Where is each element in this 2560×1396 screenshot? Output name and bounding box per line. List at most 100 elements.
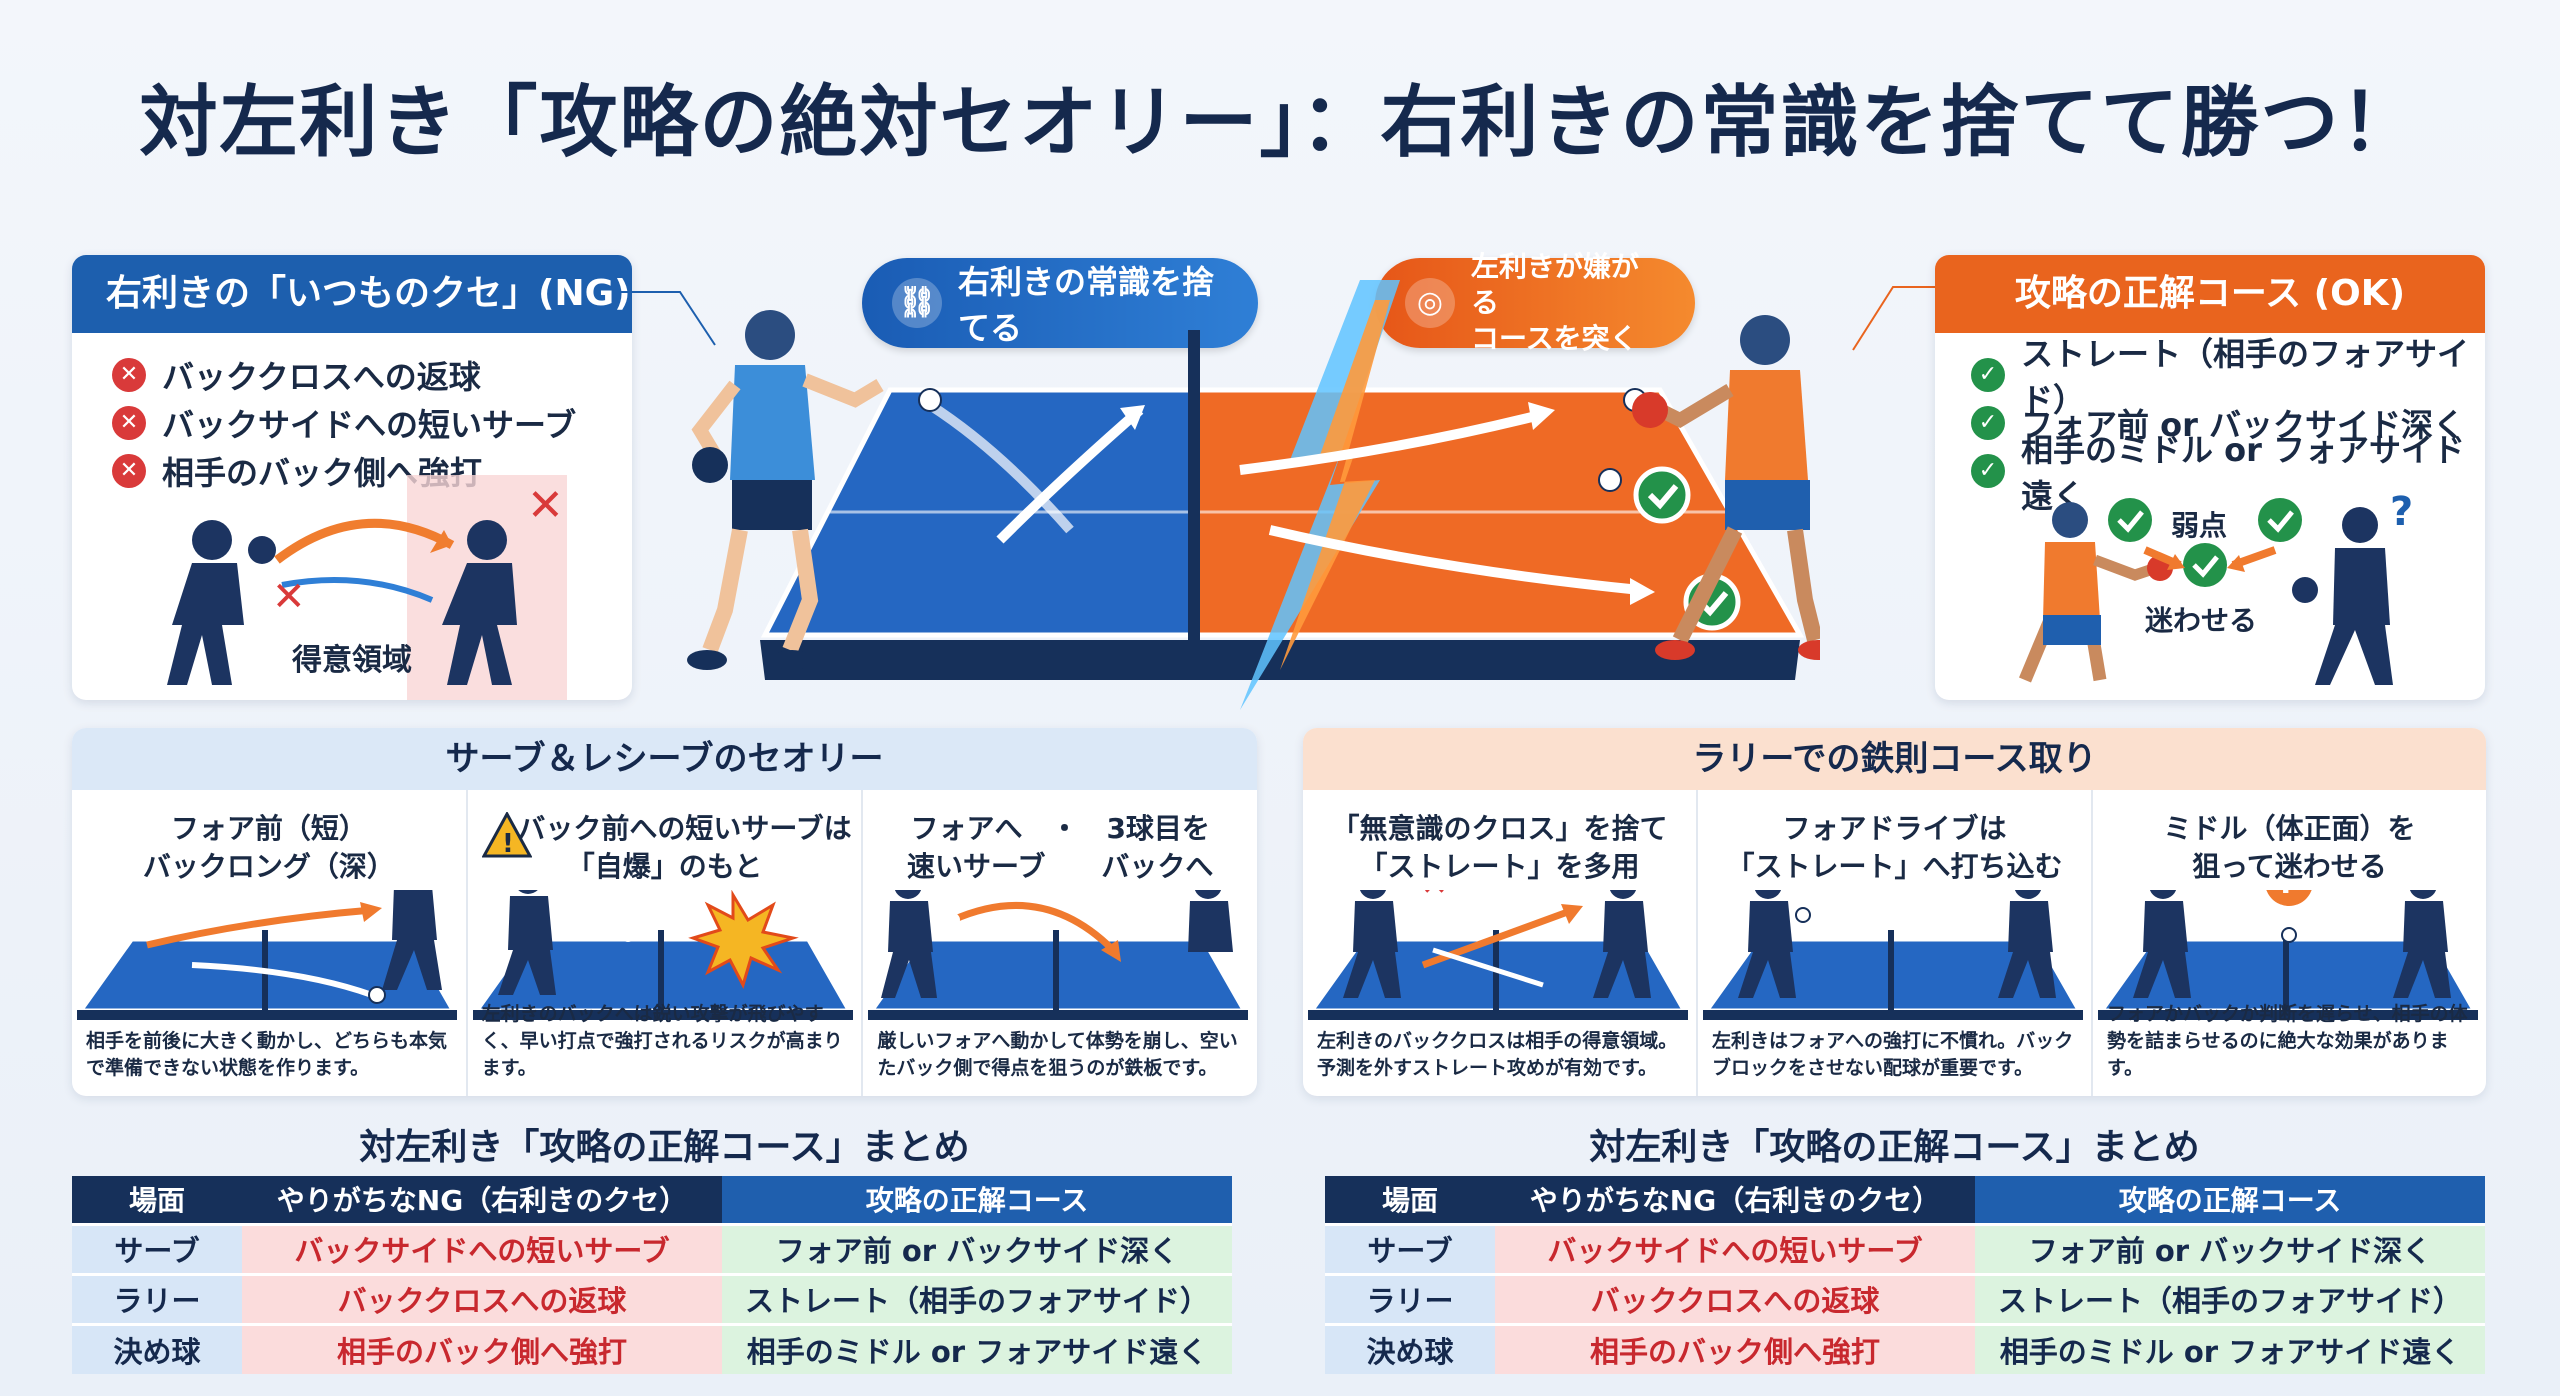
- panel-title: フォアへ ・ 3球目を速いサーブ バックへ: [863, 810, 1257, 886]
- col-header: やりがちなNG（右利きのクセ）: [1495, 1176, 1975, 1224]
- right-handed-player-figure: [687, 310, 884, 670]
- table-row: ラリー バッククロスへの返球 ストレート（相手のフォアサイド）: [72, 1272, 1232, 1324]
- panel-title-line2: 速いサーブ バックへ: [907, 850, 1214, 883]
- ok-item: ✓ 相手のミドル or フォアサイド遠く: [1971, 431, 2485, 515]
- rally-panel-2: フォアドライブは「ストレート」へ打ち込む 左利きはフォアへの強打に不慣れ。バック…: [1698, 790, 2093, 1096]
- table-cell: ストレート（相手のフォアサイド）: [1975, 1272, 2485, 1324]
- table-cell: サーブ: [72, 1222, 242, 1274]
- serve-panel-1: フォア前（短） バックロング（深） 相手を前後に大きく動かし、どちらも本気で準備で…: [72, 790, 468, 1096]
- rally-section: ラリーでの鉄則コース取り 「無意識のクロス」を捨て「ストレート」を多用 ✕ 左利…: [1303, 728, 2486, 1096]
- weak-point-label: 弱点: [2171, 509, 2227, 542]
- ng-illustration: ✕ ✕ 得意領域: [167, 475, 567, 700]
- left-handed-player-figure: [1632, 315, 1820, 660]
- table-row: 決め球 相手のバック側へ強打 相手のミドル or フォアサイド遠く: [1325, 1322, 2485, 1374]
- serve-section-header: サーブ＆レシーブのセオリー: [72, 728, 1257, 790]
- serve-panel-3-illustration: [868, 890, 1249, 1020]
- col-header: やりがちなNG（右利きのクセ）: [242, 1176, 722, 1224]
- col-header: 場面: [72, 1176, 242, 1224]
- ng-item: ✕ バックサイドへの短いサーブ: [112, 399, 632, 447]
- broken-link-icon: ⛓: [892, 278, 942, 328]
- cross-icon: ✕: [112, 358, 146, 392]
- table-row: ラリー バッククロスへの返球 ストレート（相手のフォアサイド）: [1325, 1272, 2485, 1324]
- ng-item-label: バッククロスへの返球: [162, 358, 481, 396]
- table-cell: ラリー: [1325, 1272, 1495, 1324]
- cross-icon: ✕: [112, 406, 146, 440]
- col-header: 攻略の正解コース: [722, 1176, 1232, 1224]
- panel-title: ミドル（体正面）を狙って迷わせる: [2093, 810, 2486, 886]
- table-cell: フォア前 or バックサイド深く: [722, 1222, 1232, 1274]
- check-icon: [2258, 498, 2302, 542]
- table-cell: ラリー: [72, 1272, 242, 1324]
- table-cell: 相手のミドル or フォアサイド遠く: [722, 1322, 1232, 1374]
- rally-panel-1-illustration: ✕: [1308, 890, 1688, 1020]
- rally-panel-2-illustration: [1703, 890, 2083, 1020]
- serve-panel-2-illustration: [472, 890, 853, 1020]
- panel-title: バック前への短いサーブは「自爆」のもと: [468, 810, 862, 886]
- col-header: 攻略の正解コース: [1975, 1176, 2485, 1224]
- ng-connector-line: [620, 291, 716, 346]
- ng-item: ✕ バッククロスへの返球: [112, 351, 632, 399]
- page-title: 対左利き「攻略の絶対セオリー」：右利きの常識を捨てて勝つ！: [139, 78, 2421, 168]
- ok-list: ✓ストレート（相手のフォアサイド） ✓フォア前 or バックサイド深く ✓相手の…: [1935, 333, 2485, 515]
- table-row: サーブ バックサイドへの短いサーブ フォア前 or バックサイド深く: [1325, 1222, 2485, 1274]
- svg-text:✕: ✕: [1421, 890, 1448, 903]
- table-cell: バックサイドへの短いサーブ: [1495, 1222, 1975, 1274]
- ng-card-header: 右利きの「いつものクセ」(NG): [72, 255, 632, 333]
- table-cell: バッククロスへの返球: [242, 1272, 722, 1324]
- serve-panel-1-illustration: [77, 890, 457, 1020]
- panel-description: 左利きのバックへは鋭い攻撃が飛びやすく、早い打点で強打されるリスクが高まります。: [481, 1003, 843, 1079]
- ng-item-label: バックサイドへの短いサーブ: [162, 406, 577, 444]
- ok-card-header: 攻略の正解コース (OK): [1935, 255, 2485, 333]
- svg-text:?: ?: [2278, 890, 2295, 901]
- table-cell: 相手のバック側へ強打: [1495, 1322, 1975, 1374]
- summary-table-title: 対左利き「攻略の正解コース」まとめ: [1589, 1127, 2200, 1168]
- table-cell: サーブ: [1325, 1222, 1495, 1274]
- check-icon: [1633, 466, 1691, 524]
- panel-description: フォアかバックか判断を遅らせ、相手の体勢を詰まらせるのに絶大な効果があります。: [2107, 1003, 2468, 1079]
- table-cell: バックサイドへの短いサーブ: [242, 1222, 722, 1274]
- panel-description: 左利きはフォアへの強打に不慣れ。バックブロックをさせない配球が重要です。: [1712, 1030, 2074, 1079]
- table-cell: ストレート（相手のフォアサイド）: [722, 1272, 1232, 1324]
- target-course-pill: ◎ 左利きが嫌がるコースを突く: [1375, 250, 1695, 355]
- table-row: 決め球 相手のバック側へ強打 相手のミドル or フォアサイド遠く: [72, 1322, 1232, 1374]
- panel-description: 相手を前後に大きく動かし、どちらも本気で準備できない状態を作ります。: [86, 1030, 448, 1079]
- confuse-label: 迷わせる: [2145, 604, 2257, 637]
- ok-item-label: 相手のミドル or フォアサイド遠く: [2021, 431, 2466, 515]
- serve-receive-section: サーブ＆レシーブのセオリー フォア前（短） バックロング（深） 相手を前後に大きく…: [72, 728, 1257, 1096]
- ng-list: ✕ バッククロスへの返球 ✕ バックサイドへの短いサーブ ✕相手のバック側へ強打: [72, 333, 632, 495]
- ok-courses-card: 攻略の正解コース (OK) ✓ストレート（相手のフォアサイド） ✓フォア前 or…: [1935, 255, 2485, 700]
- serve-panel-3: フォアへ ・ 3球目を速いサーブ バックへ 厳しいフォアへ動かして体勢を崩し、空…: [863, 790, 1257, 1096]
- panel-title-line1: 「無意識のクロス」を捨て: [1331, 812, 1668, 845]
- panel-description: 左利きのバッククロスは相手の得意領域。予測を外すストレート攻めが有効です。: [1317, 1030, 1678, 1079]
- hero-table-illustration: [687, 280, 1820, 710]
- panel-title: フォア前（短） バックロング（深）: [72, 810, 466, 886]
- panel-title-line1: フォアドライブは: [1782, 812, 2007, 845]
- summary-table-right: 場面 やりがちなNG（右利きのクセ） 攻略の正解コース サーブ バックサイドへの…: [1325, 1176, 2485, 1374]
- ng-habits-card: 右利きの「いつものクセ」(NG) ✕ バッククロスへの返球 ✕ バックサイドへの短い…: [72, 255, 632, 700]
- ok-illustration: ? 弱点 迷わせる: [2019, 489, 2413, 685]
- panel-title-line2: 「自爆」のもと: [566, 850, 763, 883]
- panel-title-line1: フォア前（短）: [170, 812, 367, 845]
- rally-panel-3-illustration: ?: [2098, 890, 2478, 1020]
- ok-item: ✓フォア前 or バックサイド深く: [1971, 399, 2485, 447]
- ng-item: ✕相手のバック側へ強打: [112, 447, 632, 495]
- panel-title-line2: バックロング（深）: [142, 850, 395, 883]
- panel-title: フォアドライブは「ストレート」へ打ち込む: [1698, 810, 2091, 886]
- cross-icon: ✕: [112, 454, 146, 488]
- check-icon: [2108, 498, 2152, 542]
- ok-connector-line: [1852, 286, 1948, 351]
- check-icon: ✓: [1971, 454, 2005, 488]
- question-mark-icon: ?: [2390, 489, 2413, 535]
- summary-table-left: 場面 やりがちなNG（右利きのクセ） 攻略の正解コース サーブ バックサイドへの…: [72, 1176, 1232, 1374]
- table-cell: 相手のバック側へ強打: [242, 1322, 722, 1374]
- ok-item-label: フォア前 or バックサイド深く: [2021, 406, 2466, 444]
- panel-title: 「無意識のクロス」を捨て「ストレート」を多用: [1303, 810, 1696, 886]
- pill-right-line2: コースを突く: [1471, 322, 1638, 355]
- check-icon: ✓: [1971, 358, 2005, 392]
- panel-title-line2: 「ストレート」へ打ち込む: [1726, 850, 2063, 883]
- warning-icon: !: [481, 812, 532, 858]
- pill-right-line1: 左利きが嫌がる: [1471, 250, 1640, 319]
- panel-title-line2: 狙って迷わせる: [2192, 850, 2387, 883]
- rally-section-header: ラリーでの鉄則コース取り: [1303, 728, 2486, 790]
